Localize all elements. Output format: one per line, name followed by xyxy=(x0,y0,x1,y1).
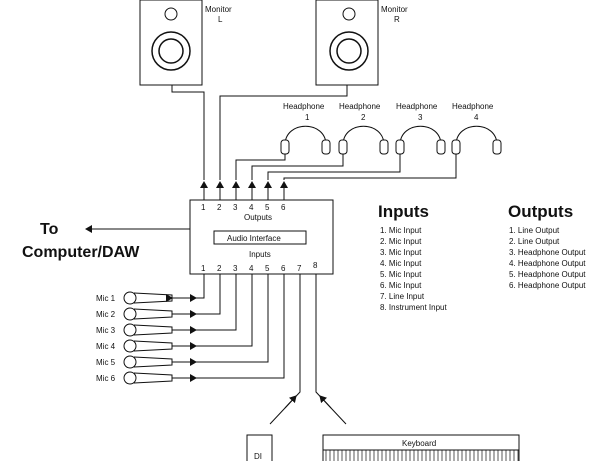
outputs-legend-item: 2. Line Output xyxy=(509,237,560,246)
cable-headphone-2 xyxy=(251,154,344,180)
outputs-legend-title: Outputs xyxy=(508,202,573,221)
mic-icon xyxy=(123,291,137,305)
outputs-label: Outputs xyxy=(244,213,272,222)
mic-4: Mic 4 xyxy=(96,339,173,353)
headphone-1: Headphone 1 xyxy=(280,102,331,155)
mic-icon xyxy=(123,339,137,353)
input-port-2: 2 xyxy=(217,264,222,273)
outputs-legend-item: 6. Headphone Output xyxy=(509,281,586,290)
input-port-5: 5 xyxy=(265,264,270,273)
audio-interface: 1 2 3 4 5 6 Outputs Audio Interface Inpu… xyxy=(189,199,334,275)
mic-3: Mic 3 xyxy=(96,323,173,337)
cable-mic-2 xyxy=(172,274,221,315)
inputs-legend-item: 1. Mic Input xyxy=(380,226,422,235)
output-port-5: 5 xyxy=(265,203,270,212)
inputs-legend-item: 6. Mic Input xyxy=(380,281,422,290)
headphone-2: Headphone 2 xyxy=(338,102,389,155)
mic-3-label: Mic 3 xyxy=(96,326,116,335)
headphone-4: Headphone 4 xyxy=(451,102,502,155)
di-label: DI xyxy=(254,452,262,461)
inputs-legend-item: 2. Mic Input xyxy=(380,237,422,246)
mic-1-label: Mic 1 xyxy=(96,294,116,303)
to-label: To xyxy=(40,221,59,238)
cable-mic-1 xyxy=(166,274,205,302)
interface-title-box xyxy=(213,230,307,245)
inputs-legend-title: Inputs xyxy=(378,202,429,221)
computer-daw-label: Computer/DAW xyxy=(22,244,140,261)
inputs-legend-item: 7. Line Input xyxy=(380,292,425,301)
interface-title: Audio Interface xyxy=(227,234,281,243)
mic-icon xyxy=(123,371,137,385)
inputs-legend: Inputs 1. Mic Input 2. Mic Input 3. Mic … xyxy=(378,202,447,312)
input-port-8: 8 xyxy=(313,261,318,270)
di-box: DI xyxy=(246,434,273,461)
cable-monitor-left xyxy=(171,85,205,180)
cable-mic-6 xyxy=(172,274,285,379)
cable-headphone-4 xyxy=(283,154,457,180)
cable-headphone-3 xyxy=(267,154,401,180)
keyboard-label: Keyboard xyxy=(402,439,436,448)
output-port-1: 1 xyxy=(201,203,206,212)
tweeter-icon xyxy=(342,7,356,21)
cable-headphone-1 xyxy=(235,154,286,180)
cable-monitor-right xyxy=(219,85,348,180)
mic-6: Mic 6 xyxy=(96,371,173,385)
mic-6-label: Mic 6 xyxy=(96,374,116,383)
outputs-legend-item: 4. Headphone Output xyxy=(509,259,586,268)
inputs-label: Inputs xyxy=(249,250,271,259)
input-port-4: 4 xyxy=(249,264,254,273)
input-port-6: 6 xyxy=(281,264,286,273)
mic-icon xyxy=(123,307,137,321)
woofer-icon xyxy=(151,31,191,71)
inputs-legend-item: 3. Mic Input xyxy=(380,248,422,257)
headphone-1-label: Headphone xyxy=(283,102,325,111)
output-port-3: 3 xyxy=(233,203,238,212)
cable-input-8 xyxy=(315,274,347,425)
monitor-right: Monitor R xyxy=(315,0,408,86)
inputs-legend-item: 8. Instrument Input xyxy=(380,303,447,312)
outputs-legend-item: 3. Headphone Output xyxy=(509,248,586,257)
woofer-icon xyxy=(329,31,369,71)
keyboard-keys-icon xyxy=(325,450,519,461)
mic-1: Mic 1 xyxy=(96,291,173,305)
monitor-left-sub: L xyxy=(218,15,223,24)
cable-mic-5 xyxy=(172,274,269,363)
headphone-3: Headphone 3 xyxy=(395,102,446,155)
headphone-2-label: Headphone xyxy=(339,102,381,111)
monitor-left-label: Monitor xyxy=(205,5,232,14)
monitor-right-sub: R xyxy=(394,15,400,24)
outputs-legend-item: 5. Headphone Output xyxy=(509,270,586,279)
output-port-4: 4 xyxy=(249,203,254,212)
cable-mic-4 xyxy=(172,274,253,347)
output-port-2: 2 xyxy=(217,203,222,212)
outputs-legend: Outputs 1. Line Output 2. Line Output 3.… xyxy=(508,202,586,290)
headphone-3-label: Headphone xyxy=(396,102,438,111)
headphone-4-label: Headphone xyxy=(452,102,494,111)
tweeter-icon xyxy=(164,7,178,21)
input-port-3: 3 xyxy=(233,264,238,273)
mic-2: Mic 2 xyxy=(96,307,173,321)
input-port-7: 7 xyxy=(297,264,302,273)
headphone-3-num: 3 xyxy=(418,113,423,122)
inputs-legend-item: 4. Mic Input xyxy=(380,259,422,268)
input-port-1: 1 xyxy=(201,264,206,273)
output-port-6: 6 xyxy=(281,203,286,212)
headphone-2-num: 2 xyxy=(361,113,366,122)
mic-icon xyxy=(123,323,137,337)
mic-5-label: Mic 5 xyxy=(96,358,116,367)
headphone-1-num: 1 xyxy=(305,113,310,122)
mic-icon xyxy=(123,355,137,369)
mic-4-label: Mic 4 xyxy=(96,342,116,351)
monitor-left: Monitor L xyxy=(139,0,232,86)
mic-5: Mic 5 xyxy=(96,355,173,369)
monitor-right-label: Monitor xyxy=(381,5,408,14)
cable-input-7 xyxy=(269,274,301,425)
keyboard: Keyboard xyxy=(322,434,520,461)
outputs-legend-item: 1. Line Output xyxy=(509,226,560,235)
inputs-legend-item: 5. Mic Input xyxy=(380,270,422,279)
mic-2-label: Mic 2 xyxy=(96,310,116,319)
headphone-4-num: 4 xyxy=(474,113,479,122)
